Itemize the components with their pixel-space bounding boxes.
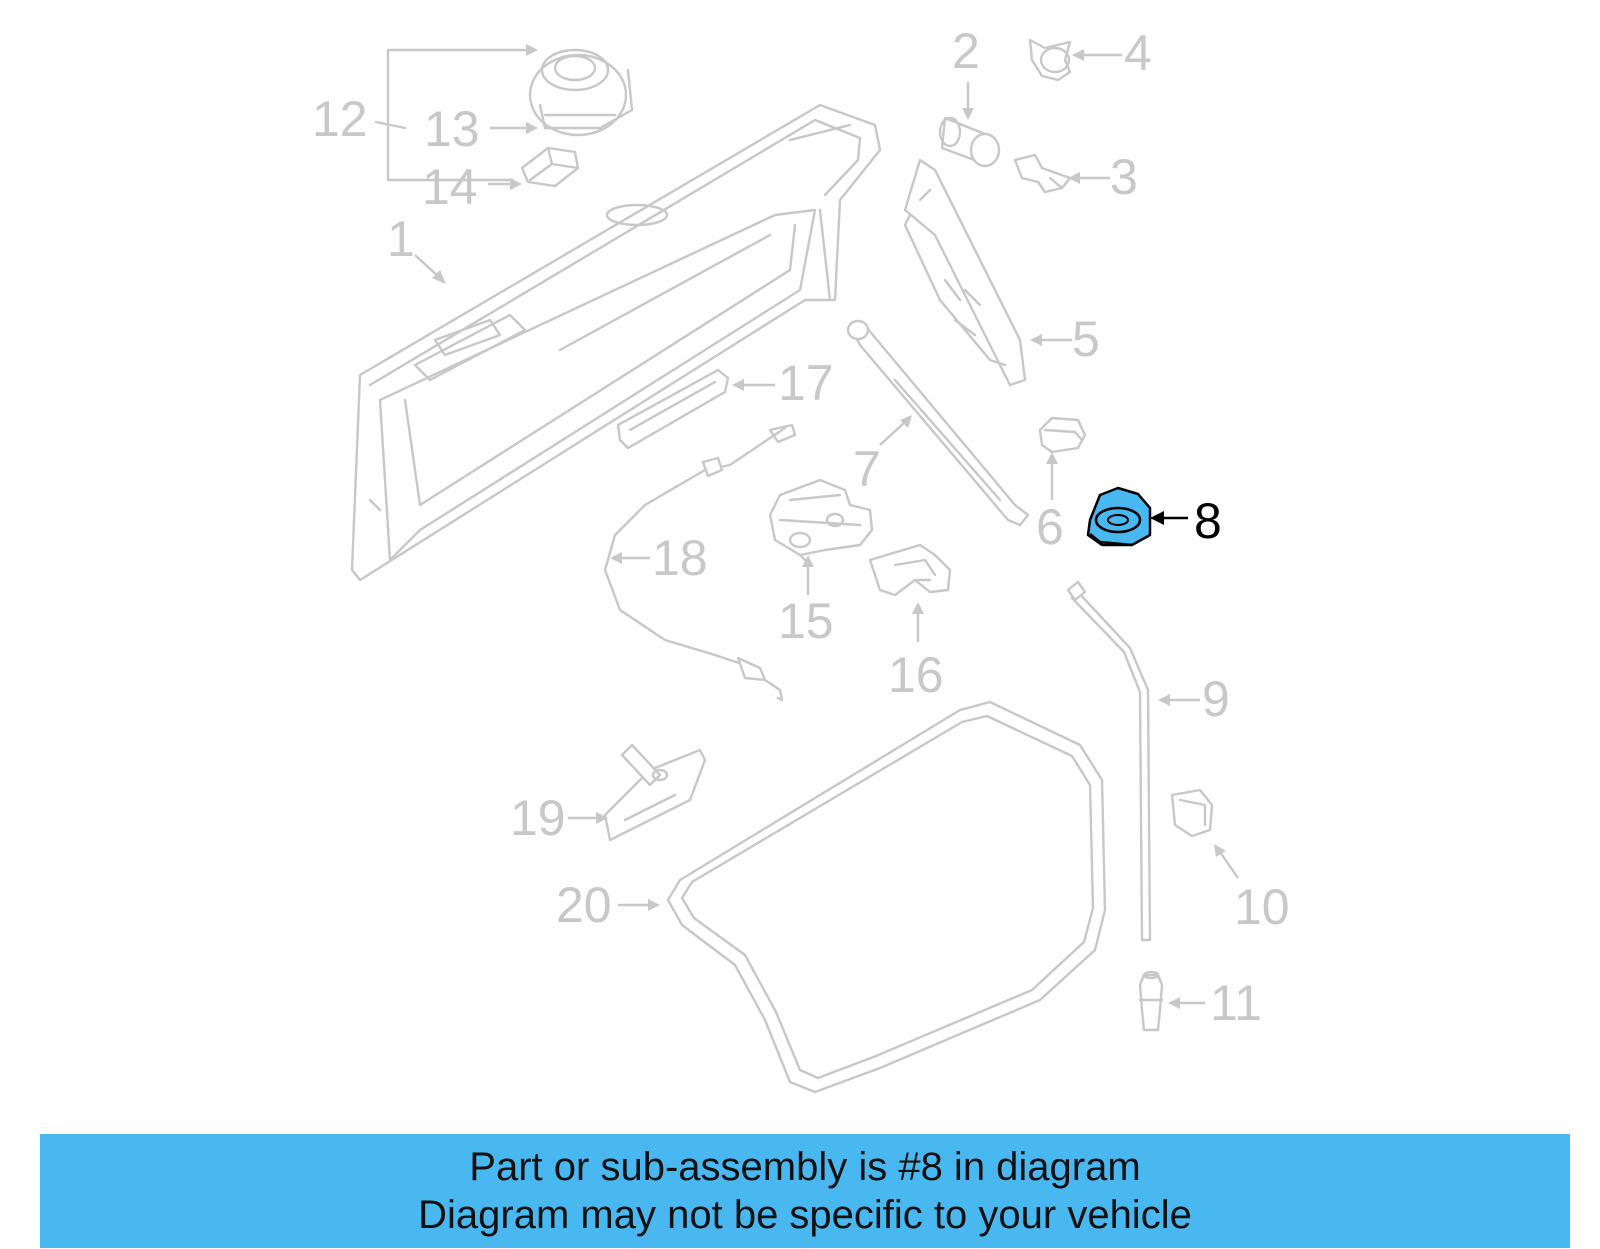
part-16-striker bbox=[868, 543, 952, 597]
part-17-trim bbox=[616, 368, 730, 450]
callout-15: 15 bbox=[778, 593, 834, 649]
callout-7: 7 bbox=[853, 441, 881, 497]
info-banner: Part or sub-assembly is #8 in diagram Di… bbox=[40, 1134, 1570, 1248]
part-18-release-cable bbox=[603, 423, 797, 702]
part-2-lock-cylinder bbox=[938, 116, 1001, 168]
part-20-weatherstrip bbox=[666, 700, 1107, 1094]
callout-17: 17 bbox=[778, 355, 834, 411]
part-13-emblem-motor bbox=[528, 48, 634, 137]
callout-20: 20 bbox=[556, 877, 612, 933]
part-19-bracket bbox=[603, 743, 707, 842]
part-15-latch bbox=[768, 478, 874, 567]
part-5-handle bbox=[903, 158, 1027, 387]
callout-11: 11 bbox=[1210, 975, 1262, 1031]
banner-line-part-info: Part or sub-assembly is #8 in diagram bbox=[469, 1145, 1141, 1189]
callout-8: 8 bbox=[1194, 493, 1222, 549]
part-8-grommet bbox=[1086, 486, 1152, 547]
bracket-12 bbox=[386, 48, 527, 182]
callout-14: 14 bbox=[422, 159, 478, 215]
callout-arrows bbox=[414, 44, 1239, 1009]
banner-line-disclaimer: Diagram may not be specific to your vehi… bbox=[418, 1193, 1192, 1237]
part-3-key bbox=[1013, 153, 1072, 194]
callout-4: 4 bbox=[1124, 25, 1152, 81]
part-9-drain-hose bbox=[1066, 580, 1152, 942]
callout-5: 5 bbox=[1072, 311, 1100, 367]
part-6-bumper bbox=[1038, 416, 1087, 454]
bracket-12-tick bbox=[374, 120, 407, 130]
part-7-gas-strut bbox=[846, 319, 1030, 527]
part-10-clip bbox=[1170, 788, 1214, 838]
callout-1: 1 bbox=[387, 211, 415, 267]
callout-19: 19 bbox=[510, 790, 566, 846]
callout-6: 6 bbox=[1036, 499, 1064, 555]
callout-9: 9 bbox=[1202, 671, 1230, 727]
callout-2: 2 bbox=[952, 23, 980, 79]
callout-12: 12 bbox=[312, 91, 368, 147]
callout-13: 13 bbox=[424, 101, 480, 157]
part-11-plug bbox=[1138, 970, 1164, 1032]
callout-10: 10 bbox=[1234, 879, 1290, 935]
part-14-connector bbox=[520, 146, 580, 188]
callout-16: 16 bbox=[888, 647, 944, 703]
part-4-clip bbox=[1028, 38, 1072, 82]
callout-3: 3 bbox=[1110, 149, 1138, 205]
callout-labels: 1 2 3 4 5 6 7 8 9 10 11 12 13 14 15 16 1… bbox=[312, 23, 1290, 1031]
part-1-trunk-lid bbox=[350, 103, 882, 582]
callout-18: 18 bbox=[652, 530, 708, 586]
